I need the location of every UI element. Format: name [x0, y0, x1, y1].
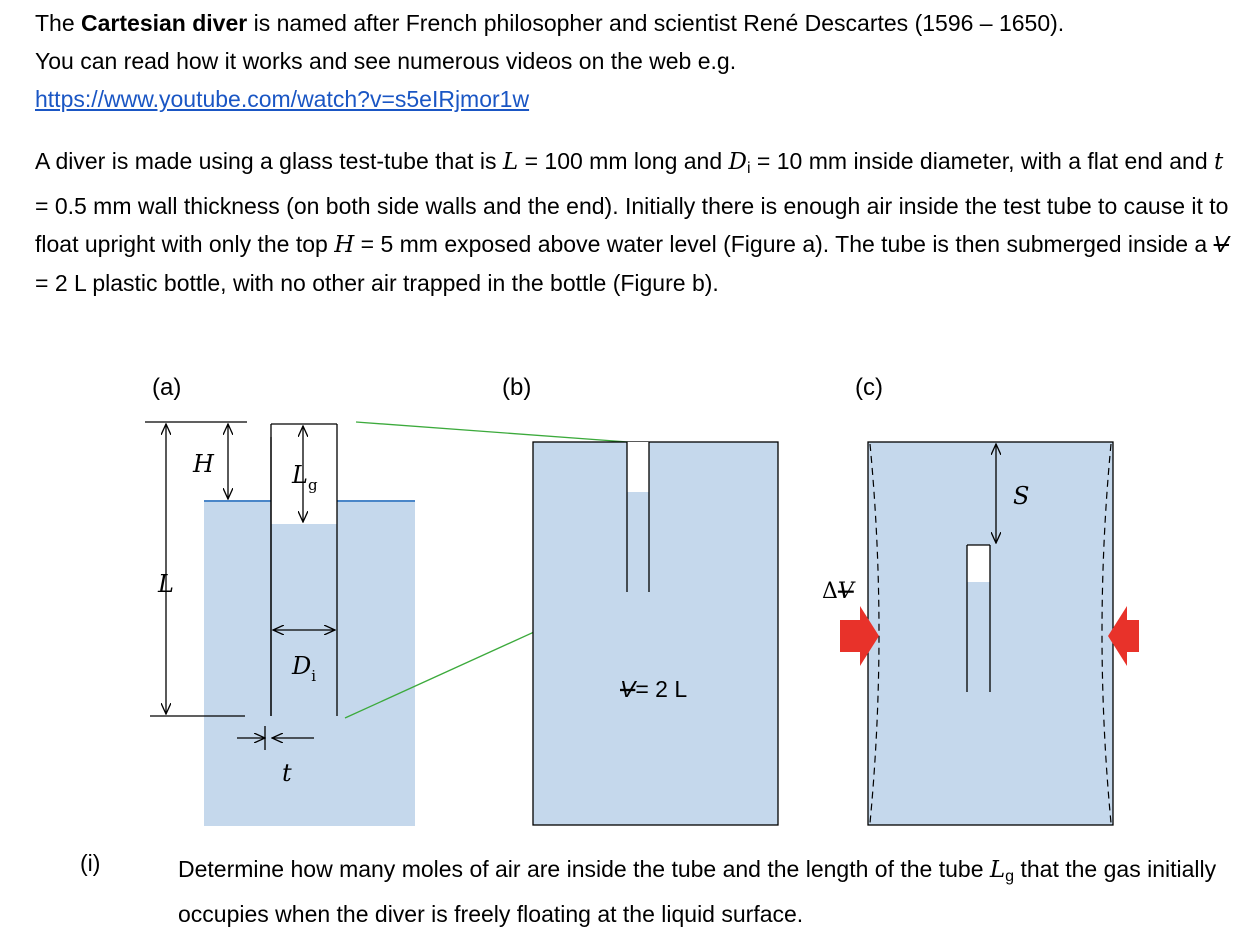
problem-text: = 100 mm long and	[518, 148, 729, 174]
label-Di: Di	[291, 652, 316, 685]
zoom-line-top	[355, 421, 629, 443]
intro-text: is named after French philosopher and sc…	[247, 10, 1065, 36]
symbol-L: L	[502, 149, 519, 175]
label-t: t	[282, 759, 292, 787]
tube-air-b	[627, 442, 649, 492]
figure-b-label: (b)	[502, 374, 531, 401]
label-delta-volume: ΔV	[822, 579, 856, 604]
cartesian-diver-figure: (a) L H Lg Di t (b) V= 2 L (c) S ΔV	[145, 374, 1139, 826]
figure-c-label: (c)	[855, 374, 883, 401]
symbol-H: H	[334, 232, 355, 259]
symbol-t: t	[1214, 149, 1224, 175]
problem-text: A diver is made using a glass test-tube …	[35, 148, 503, 174]
deformed-wall-right	[1101, 443, 1112, 824]
label-H: H	[192, 450, 215, 478]
problem-paragraph: A diver is made using a glass test-tube …	[35, 142, 1235, 302]
intro-text: The	[35, 10, 82, 36]
symbol-Lg: Lg	[989, 857, 1015, 886]
label-L: L	[157, 570, 174, 598]
youtube-link[interactable]: https://www.youtube.com/watch?v=s5eIRjmo…	[35, 86, 530, 112]
deformed-wall-left	[869, 443, 880, 824]
problem-text: = 10 mm inside diameter, with a flat end…	[750, 148, 1214, 174]
label-S: S	[1013, 482, 1029, 510]
bottle-b	[532, 441, 779, 826]
squeeze-arrow-right	[1108, 606, 1139, 666]
question-text: Determine how many moles of air are insi…	[178, 856, 1217, 928]
problem-text: = 0.5 mm wall thickness (on both side wa…	[35, 193, 1229, 258]
squeeze-arrow-left	[840, 606, 879, 666]
volume-label: V= 2 L	[620, 676, 687, 702]
intro-paragraph: The Cartesian diver is named after Frenc…	[35, 4, 1235, 118]
question-number: (i)	[80, 850, 101, 876]
symbol-Di: Di	[728, 149, 751, 178]
tube-air-c	[967, 545, 990, 582]
problem-text: = 5 mm exposed above water level (Figure…	[354, 231, 1214, 258]
intro-text: You can read how it works and see numero…	[35, 48, 737, 74]
term-cartesian-diver: Cartesian diver	[81, 10, 248, 36]
figure-a-label: (a)	[152, 374, 181, 401]
problem-text: = 2 L plastic bottle, with no other air …	[35, 270, 719, 297]
symbol-volume: V	[1213, 231, 1229, 258]
water-region-a	[204, 501, 415, 826]
label-Lg: Lg	[291, 461, 318, 494]
